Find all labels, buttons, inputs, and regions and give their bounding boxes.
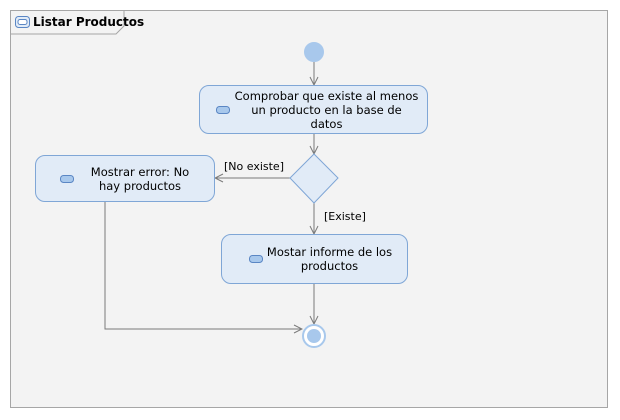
guard-not-exists: [No existe]	[224, 160, 284, 173]
initial-node[interactable]	[304, 42, 324, 62]
activity-diagram-icon	[15, 16, 30, 28]
action-check-products[interactable]: Comprobar que existe al menos un product…	[199, 85, 428, 134]
action-check-label: Comprobar que existe al menos un product…	[234, 88, 419, 131]
action-show-report[interactable]: Mostar informe de los productos	[221, 234, 408, 284]
action-icon	[249, 255, 263, 263]
action-show-error[interactable]: Mostrar error: No hay productos	[35, 155, 215, 202]
action-icon	[60, 175, 74, 183]
action-icon	[216, 106, 230, 114]
action-report-label: Mostar informe de los productos	[266, 245, 393, 273]
edge-error-to-final	[104, 202, 302, 329]
decision-node[interactable]	[289, 153, 339, 204]
diagram-title: Listar Productos	[33, 15, 145, 29]
final-node-inner	[307, 329, 321, 343]
title-tab-shape	[10, 10, 125, 35]
action-error-label: Mostrar error: No hay productos	[90, 164, 190, 193]
guard-exists: [Existe]	[324, 210, 366, 223]
